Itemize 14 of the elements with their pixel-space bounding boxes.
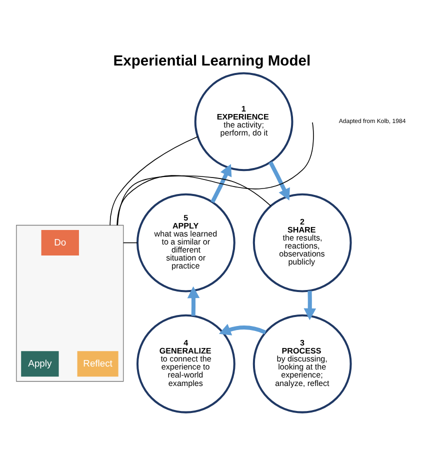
arrow	[268, 160, 290, 200]
node-box: Apply	[21, 350, 59, 376]
arrow	[304, 290, 316, 320]
node-box: Do	[41, 229, 79, 256]
arrow	[218, 323, 266, 335]
connector	[116, 122, 314, 226]
arrow	[210, 164, 232, 203]
connector	[117, 174, 272, 226]
arrow	[187, 286, 200, 316]
cluster	[16, 224, 124, 382]
diagram-title: Experiential Learning Model	[113, 53, 311, 70]
connector	[122, 242, 138, 243]
node-box: Reflect	[77, 350, 118, 376]
connector	[110, 136, 198, 226]
